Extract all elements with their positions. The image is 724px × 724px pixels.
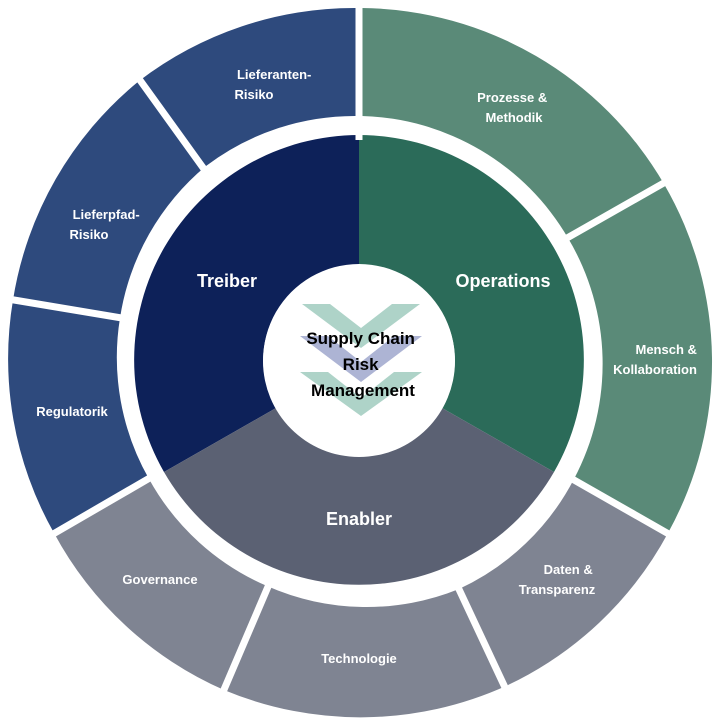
label-lieferanten-risiko: Lieferanten- Risiko xyxy=(234,67,315,102)
label-lieferanten-risiko-line-2: Risiko xyxy=(234,87,273,102)
label-mensch-kollaboration: Mensch & Kollaboration xyxy=(613,342,700,377)
label-daten-transparenz-line-2: Transparenz xyxy=(519,582,596,597)
label-governance: Governance xyxy=(122,572,197,587)
label-lieferanten-risiko-line-1: Lieferanten- xyxy=(237,67,311,82)
label-prozesse-methodik-line-1: Prozesse & xyxy=(477,90,547,105)
label-lieferpfad-risiko-line-2: Risiko xyxy=(69,227,108,242)
segment-lieferanten-risiko xyxy=(139,7,356,166)
label-mensch-kollaboration-line-1: Mensch & xyxy=(635,342,696,357)
label-technologie: Technologie xyxy=(321,651,397,666)
center-title-line-3: Management xyxy=(311,381,415,400)
label-mensch-kollaboration-line-2: Kollaboration xyxy=(613,362,697,377)
center-title-line-2: Risk xyxy=(343,355,379,374)
segment-lieferpfad-risiko xyxy=(13,81,206,318)
label-treiber: Treiber xyxy=(197,271,257,291)
inner-segment-treiber xyxy=(134,135,359,472)
segment-regulatorik xyxy=(8,300,149,533)
segment-daten-transparenz xyxy=(459,479,668,686)
separators xyxy=(7,0,676,701)
logo-chevron-bottom xyxy=(300,372,422,416)
label-lieferpfad-risiko-line-1: Lieferpfad- xyxy=(73,207,140,222)
label-prozesse-methodik: Prozesse & Methodik xyxy=(477,90,551,125)
label-daten-transparenz: Daten & Transparenz xyxy=(519,562,597,597)
segment-prozesse-methodik xyxy=(362,8,664,238)
inner-segment-operations xyxy=(359,135,584,472)
center-title: Supply Chain Risk Management xyxy=(306,329,419,400)
label-operations: Operations xyxy=(455,271,550,291)
label-prozesse-methodik-line-2: Methodik xyxy=(485,110,543,125)
chevron-logo-icon xyxy=(300,304,422,416)
label-daten-transparenz-line-1: Daten & xyxy=(544,562,593,577)
label-enabler: Enabler xyxy=(326,509,392,529)
logo-chevron-top xyxy=(302,304,420,348)
label-lieferpfad-risiko: Lieferpfad- Risiko xyxy=(69,207,143,242)
segment-governance xyxy=(54,479,267,690)
segment-technologie xyxy=(224,586,506,718)
segment-mensch-kollaboration xyxy=(568,184,713,533)
logo-chevron-mid xyxy=(300,336,422,382)
label-regulatorik: Regulatorik xyxy=(36,404,108,419)
center-title-line-1: Supply Chain xyxy=(306,329,415,348)
inner-segment-enabler xyxy=(164,408,554,585)
